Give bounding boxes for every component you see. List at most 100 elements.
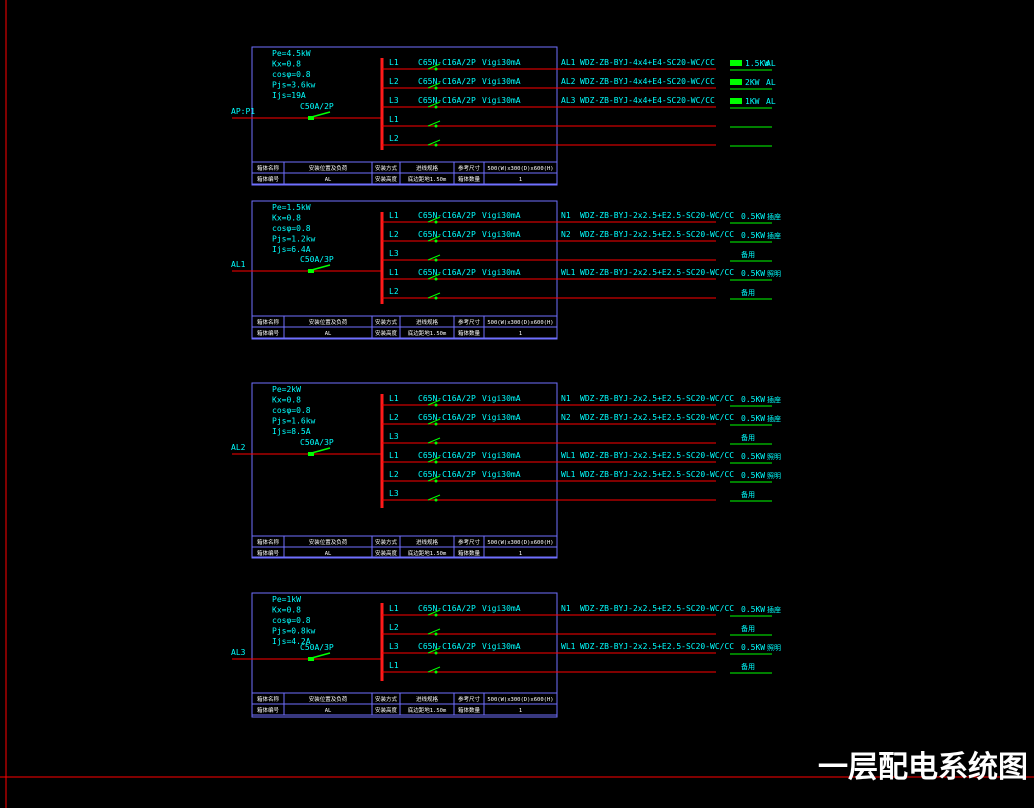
circuit-breaker-symbol xyxy=(427,456,441,463)
panel-param: cosφ=0.8 xyxy=(272,70,311,79)
load-value: 0.5KW xyxy=(741,452,765,461)
circuit-id: WL1 xyxy=(561,642,576,651)
load-value: 0.5KW xyxy=(741,643,765,652)
load-label: 备用 xyxy=(741,250,755,259)
circuit-cable: WDZ-ZB-BYJ-2x2.5+E2.5-SC20-WC/CC xyxy=(580,642,734,651)
load-marker xyxy=(730,98,742,104)
main-breaker-contact xyxy=(308,452,314,456)
panel-al2: Pe=2kWKx=0.8cosφ=0.8Pjs=1.6kwIjs=8.5AAL2… xyxy=(231,382,781,559)
circuit-phase: L3 xyxy=(389,642,399,651)
circuit-breaker-contact xyxy=(434,498,438,502)
load-label: AL xyxy=(766,59,776,68)
footer-cell: 进线规格 xyxy=(416,695,439,703)
feeder-label: AL2 xyxy=(231,443,246,452)
load-value: 1.5KW xyxy=(745,59,769,68)
load-label: AL xyxy=(766,78,776,87)
footer-cell: 箱体名称 xyxy=(257,695,280,703)
circuit-cable: WDZ-ZB-BYJ-4x4+E4-SC20-WC/CC xyxy=(580,96,715,105)
circuit-cable: WDZ-ZB-BYJ-2x2.5+E2.5-SC20-WC/CC xyxy=(580,230,734,239)
circuit-breaker-symbol xyxy=(427,139,441,146)
load-label: 照明 xyxy=(767,453,781,461)
main-breaker-label: C50A/3P xyxy=(300,255,334,264)
panel-al3: Pe=1kWKx=0.8cosφ=0.8Pjs=0.8kwIjs=4.2AAL3… xyxy=(231,592,781,718)
panel-param: Pe=1.5kW xyxy=(272,203,311,212)
circuit-row: L1 xyxy=(382,115,772,128)
feeder-label: AL1 xyxy=(231,260,246,269)
circuit-rcd-label: Vigi30mA xyxy=(482,394,521,403)
footer-cell: 箱体编号 xyxy=(257,175,280,183)
circuit-breaker-symbol xyxy=(427,120,441,127)
circuit-rcd-label: Vigi30mA xyxy=(482,413,521,422)
circuit-breaker-label: C65N-C16A/2P xyxy=(418,470,476,479)
panel-outline xyxy=(251,200,558,340)
footer-cell: 箱体编号 xyxy=(257,706,280,714)
feeder-label: AP:P1 xyxy=(231,107,255,116)
footer-cell: 参考尺寸 xyxy=(458,695,481,703)
circuit-cable: WDZ-ZB-BYJ-2x2.5+E2.5-SC20-WC/CC xyxy=(580,604,734,613)
footer-cell: 安装方式 xyxy=(375,538,398,546)
load-value: 0.5KW xyxy=(741,414,765,423)
circuit-breaker-contact xyxy=(434,296,438,300)
circuit-phase: L1 xyxy=(389,268,399,277)
footer-cell: 进线规格 xyxy=(416,538,439,546)
circuit-phase: L2 xyxy=(389,413,399,422)
footer-cell: 500(W)x300(D)x600(H) xyxy=(487,697,553,703)
circuit-breaker-label: C65N-C16A/2P xyxy=(418,77,476,86)
circuit-breaker-label: C65N-C16A/2P xyxy=(418,230,476,239)
load-value: 0.5KW xyxy=(741,269,765,278)
circuit-rcd-label: Vigi30mA xyxy=(482,604,521,613)
circuit-breaker-contact xyxy=(434,105,438,109)
footer-cell: 500(W)x300(D)x600(H) xyxy=(487,540,553,546)
load-label: 照明 xyxy=(767,270,781,278)
load-value: 2KW xyxy=(745,78,760,87)
drawing-title: 一层配电系统图 xyxy=(818,750,1028,785)
circuit-cable: WDZ-ZB-BYJ-2x2.5+E2.5-SC20-WC/CC xyxy=(580,394,734,403)
panel-param: Pjs=3.6kw xyxy=(272,81,316,90)
circuit-breaker-symbol xyxy=(427,609,441,616)
panel-param: Pjs=1.6kw xyxy=(272,417,316,426)
load-label: 备用 xyxy=(741,433,755,442)
load-marker xyxy=(730,79,742,85)
circuit-cable: WDZ-ZB-BYJ-4x4+E4-SC20-WC/CC xyxy=(580,77,715,86)
footer-cell: 安装位置及负荷 xyxy=(309,164,348,172)
circuit-breaker-label: C65N-C16A/2P xyxy=(418,604,476,613)
footer-cell: AL xyxy=(325,551,332,557)
panel-param: Ijs=6.4A xyxy=(272,245,311,254)
footer-cell: 安装位置及负荷 xyxy=(309,695,348,703)
circuit-breaker-contact xyxy=(434,277,438,281)
circuit-breaker-symbol xyxy=(427,63,441,70)
panel-param: Ijs=4.2A xyxy=(272,637,311,646)
load-value: 0.5KW xyxy=(741,395,765,404)
load-label: 备用 xyxy=(741,662,755,671)
circuit-breaker-contact xyxy=(434,651,438,655)
circuit-phase: L2 xyxy=(389,230,399,239)
circuit-breaker-label: C65N-C16A/2P xyxy=(418,58,476,67)
circuit-breaker-symbol xyxy=(427,254,441,261)
circuit-breaker-symbol xyxy=(427,418,441,425)
main-breaker-label: C50A/3P xyxy=(300,438,334,447)
load-label: 备用 xyxy=(741,490,755,499)
footer-cell: 安装高度 xyxy=(375,706,398,714)
panel-param: Ijs=8.5A xyxy=(272,427,311,436)
circuit-rcd-label: Vigi30mA xyxy=(482,96,521,105)
panel-param: Pe=4.5kW xyxy=(272,49,311,58)
circuit-breaker-contact xyxy=(434,239,438,243)
footer-cell: 安装方式 xyxy=(375,695,398,703)
load-label: 插座 xyxy=(767,605,781,614)
circuit-breaker-symbol xyxy=(427,101,441,108)
footer-cell: 1 xyxy=(519,708,522,714)
footer-cell: 箱体编号 xyxy=(257,549,280,557)
footer-cell: 安装方式 xyxy=(375,318,398,326)
panel-param: Kx=0.8 xyxy=(272,396,301,405)
circuit-breaker-contact xyxy=(434,441,438,445)
circuit-breaker-label: C65N-C16A/2P xyxy=(418,268,476,277)
panel-param: Kx=0.8 xyxy=(272,214,301,223)
circuit-id: N1 xyxy=(561,211,571,220)
circuit-phase: L2 xyxy=(389,77,399,86)
circuit-phase: L3 xyxy=(389,96,399,105)
